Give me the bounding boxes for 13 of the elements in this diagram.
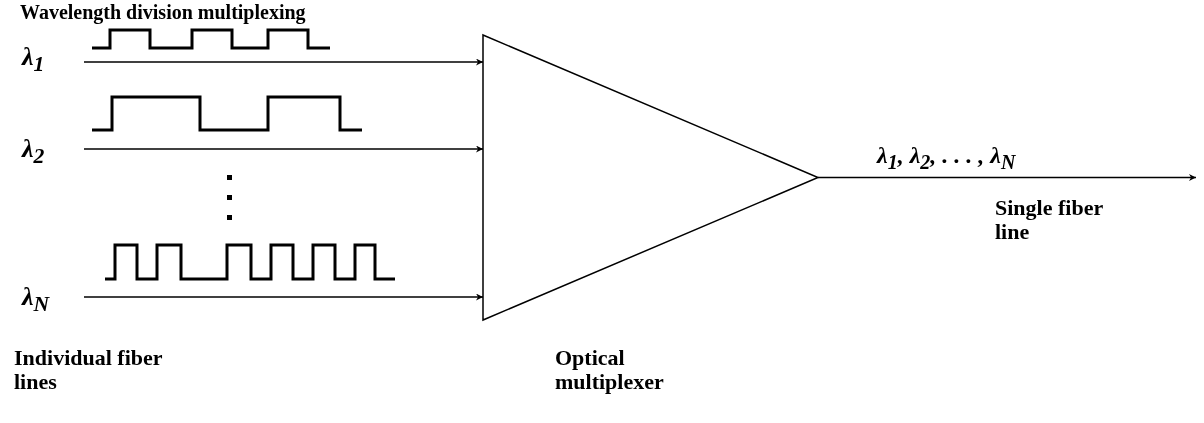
wavelength-label: λ$_{N}$ (22, 282, 50, 311)
fiber-line-label: Single fiber line (995, 196, 1104, 244)
node-caption: Optical multiplexer (555, 346, 665, 394)
wavelength-label: λ$_{1}$ (22, 42, 45, 71)
wavelength-label: λ$_{2}$ (22, 134, 45, 163)
multiplexer-triangle (483, 35, 818, 320)
arrow (83, 58, 484, 66)
arrow (83, 145, 484, 153)
title: Wavelength division multiplexing (20, 0, 306, 24)
arrow (817, 174, 1197, 181)
fiber-line-label: Individual fiber lines (14, 346, 164, 394)
edge-label: λ$_{1}$, λ$_{2}$, . . . , λ$_{N}$ (877, 140, 1016, 175)
arrow (83, 293, 484, 301)
